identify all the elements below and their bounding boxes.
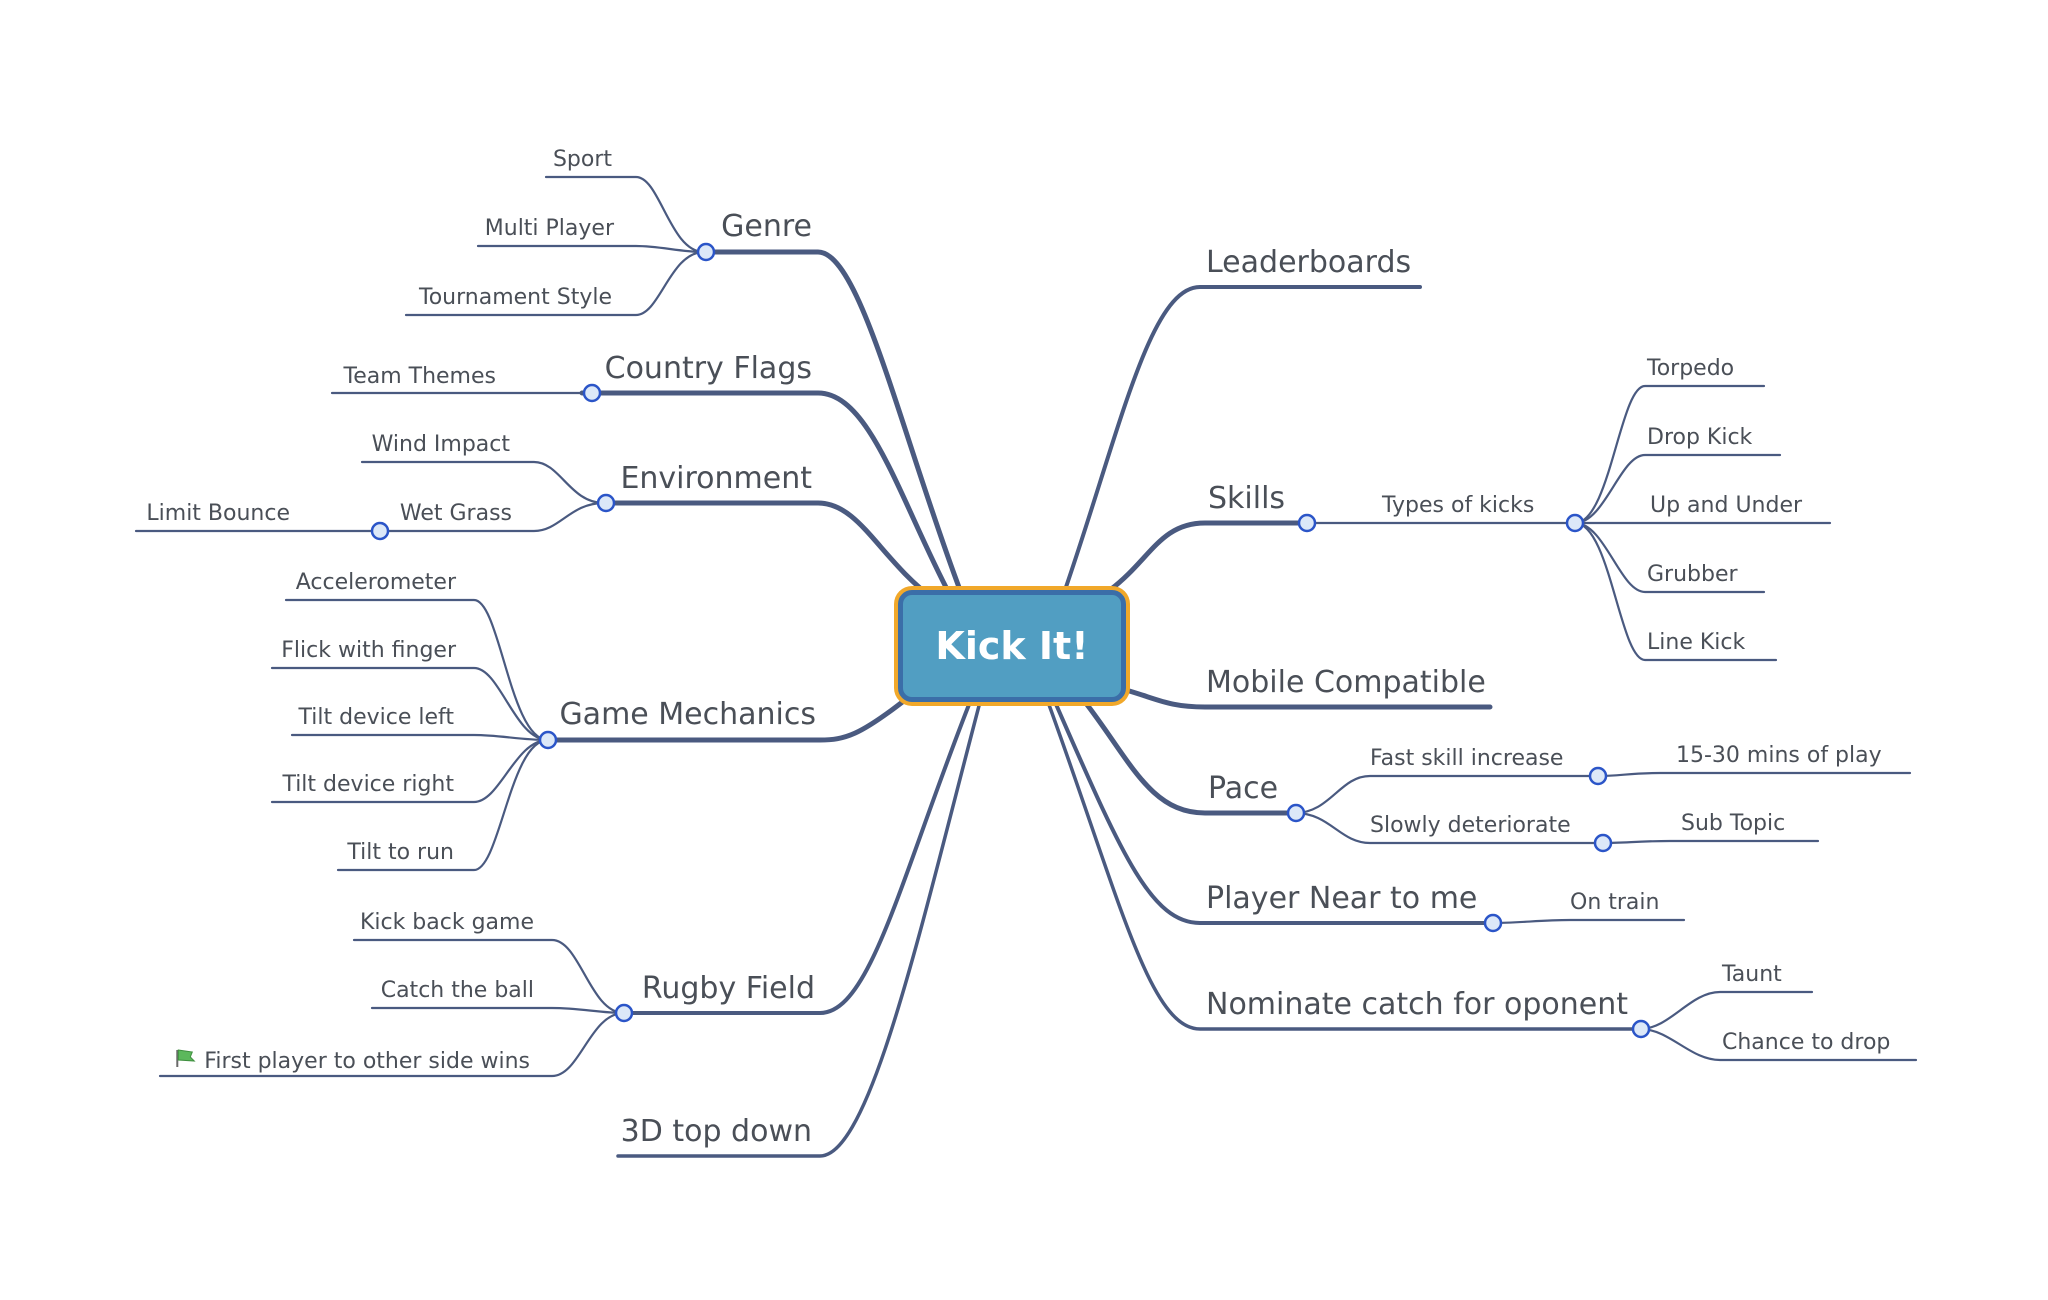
node-skills	[1297, 513, 1317, 533]
central-topic[interactable]: Kick It!	[898, 590, 1126, 702]
topic-wind-impact[interactable]: Wind Impact	[371, 432, 510, 457]
connector-nominate	[1046, 700, 1642, 1031]
node-types-of-kicks	[1565, 513, 1585, 533]
branch-skills[interactable]: Skills	[1208, 481, 1286, 516]
topic-kick-back-game[interactable]: Kick back game	[359, 910, 534, 935]
topic-grubber[interactable]: Grubber	[1647, 562, 1738, 587]
connector-genre	[701, 249, 963, 593]
topic-taunt[interactable]: Taunt	[1722, 962, 1782, 987]
topic-flick-with-finger[interactable]: Flick with finger	[281, 638, 456, 663]
node-player-near	[1483, 913, 1503, 933]
branch-mobile-compatible[interactable]: Mobile Compatible	[1206, 665, 1486, 700]
branch-leaderboards[interactable]: Leaderboards	[1206, 245, 1412, 280]
topic-chance-to-drop[interactable]: Chance to drop	[1722, 1030, 1891, 1055]
connector-country-flags	[579, 390, 953, 598]
branch-3d-top-down[interactable]: 3D top down	[620, 1114, 812, 1149]
branch-pace[interactable]: Pace	[1208, 771, 1279, 806]
topic-15-30-mins[interactable]: 15-30 mins of play	[1676, 743, 1882, 768]
node-wet-grass	[370, 521, 390, 541]
central-topic-title: Kick It!	[935, 624, 1089, 668]
node-genre	[696, 242, 716, 262]
connector-environment	[601, 500, 938, 603]
topic-first-player-label: First player to other side wins	[204, 1049, 530, 1074]
topic-fast-skill-increase[interactable]: Fast skill increase	[1370, 746, 1564, 771]
node-country-flags	[582, 383, 602, 403]
connector-3d-top-down	[616, 700, 982, 1158]
topic-tilt-device-right[interactable]: Tilt device right	[282, 772, 454, 797]
node-slowly	[1593, 833, 1613, 853]
connector-mobile	[1123, 687, 1493, 710]
topic-wet-grass[interactable]: Wet Grass	[399, 501, 512, 526]
branch-player-near-to-me[interactable]: Player Near to me	[1206, 881, 1478, 916]
topic-accelerometer[interactable]: Accelerometer	[295, 570, 456, 595]
topic-slowly-deteriorate[interactable]: Slowly deteriorate	[1370, 813, 1571, 838]
node-game-mechanics	[538, 730, 558, 750]
topic-drop-kick[interactable]: Drop Kick	[1647, 425, 1753, 450]
topic-tournament-style[interactable]: Tournament Style	[419, 285, 612, 310]
branch-rugby-field[interactable]: Rugby Field	[641, 971, 815, 1006]
branch-country-flags[interactable]: Country Flags	[604, 351, 812, 386]
topic-tilt-to-run[interactable]: Tilt to run	[347, 840, 454, 865]
node-nominate	[1631, 1019, 1651, 1039]
connector-game-mechanics	[545, 697, 908, 743]
topic-on-train[interactable]: On train	[1570, 890, 1660, 915]
connector-player-near	[1053, 700, 1494, 925]
node-fast-skill	[1588, 766, 1608, 786]
connector-pace	[1082, 699, 1298, 816]
branch-nominate-catch[interactable]: Nominate catch for oponent	[1206, 987, 1628, 1022]
node-pace	[1286, 803, 1306, 823]
topic-limit-bounce[interactable]: Limit Bounce	[146, 501, 290, 526]
branch-game-mechanics[interactable]: Game Mechanics	[559, 697, 816, 732]
topic-types-of-kicks[interactable]: Types of kicks	[1382, 493, 1535, 518]
node-environment	[596, 493, 616, 513]
branch-environment[interactable]: Environment	[620, 461, 812, 496]
topic-torpedo[interactable]: Torpedo	[1647, 356, 1735, 381]
branch-genre[interactable]: Genre	[721, 209, 812, 244]
topic-up-and-under[interactable]: Up and Under	[1650, 493, 1803, 518]
topic-team-themes[interactable]: Team Themes	[343, 364, 497, 389]
topic-sport[interactable]: Sport	[552, 147, 612, 172]
node-rugby-field	[614, 1003, 634, 1023]
topic-catch-the-ball[interactable]: Catch the ball	[380, 978, 534, 1003]
connector-rugby-field	[622, 700, 972, 1015]
connector-skills	[1107, 520, 1308, 593]
topic-first-player-wins[interactable]: First player to other side wins	[174, 1048, 530, 1073]
connector-leaderboards	[1063, 285, 1422, 592]
topic-multi-player[interactable]: Multi Player	[484, 216, 614, 241]
topic-tilt-device-left[interactable]: Tilt device left	[298, 705, 455, 730]
topic-sub-topic[interactable]: Sub Topic	[1681, 811, 1786, 836]
topic-line-kick[interactable]: Line Kick	[1647, 630, 1746, 655]
green-flag-icon	[174, 1048, 196, 1073]
